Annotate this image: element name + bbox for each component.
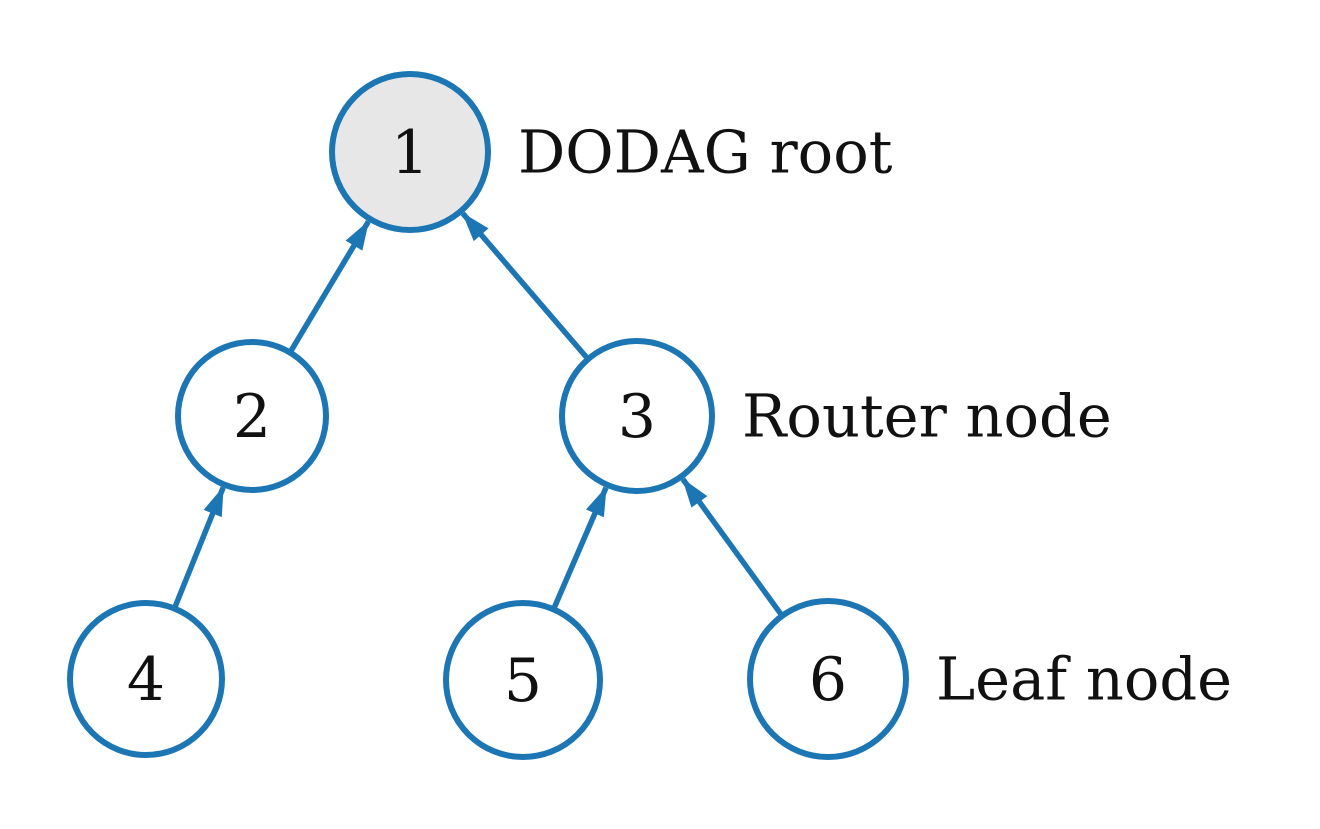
edge-2-to-1 xyxy=(288,220,371,353)
edge-4-to-2 xyxy=(172,486,226,608)
node-3-circle xyxy=(559,338,715,494)
node-2-label: 2 xyxy=(233,382,271,452)
node-6-label: 6 xyxy=(809,645,847,715)
edge-5-to-3 xyxy=(551,486,609,609)
edge-3-to-1 xyxy=(460,211,589,360)
node-5-circle xyxy=(443,600,603,760)
graph-node-1-dodag-root: 1 xyxy=(329,71,491,233)
node-1-label: 1 xyxy=(391,118,429,188)
node-3-label: 3 xyxy=(618,382,656,452)
node-1-circle xyxy=(329,71,491,233)
node-5-label: 5 xyxy=(504,646,542,716)
edges-layer xyxy=(172,211,784,616)
annotation-leaf-node: Leaf node xyxy=(936,645,1232,714)
graph-node-4-leaf-node: 4 xyxy=(67,600,225,758)
node-4-circle xyxy=(67,600,225,758)
graph-node-5-leaf-node: 5 xyxy=(443,600,603,760)
annotation-dodag-root: DODAG root xyxy=(518,118,893,187)
node-4-label: 4 xyxy=(127,645,165,715)
graph-node-2-router-node: 2 xyxy=(175,339,329,493)
annotation-router-node: Router node xyxy=(742,382,1112,451)
graph-node-3-router-node: 3 xyxy=(559,338,715,494)
node-2-circle xyxy=(175,339,329,493)
nodes-layer: 1 2 3 4 5 6 xyxy=(67,71,909,760)
edge-6-to-3 xyxy=(680,477,784,616)
graph-node-6-leaf-node: 6 xyxy=(747,598,909,760)
node-6-circle xyxy=(747,598,909,760)
